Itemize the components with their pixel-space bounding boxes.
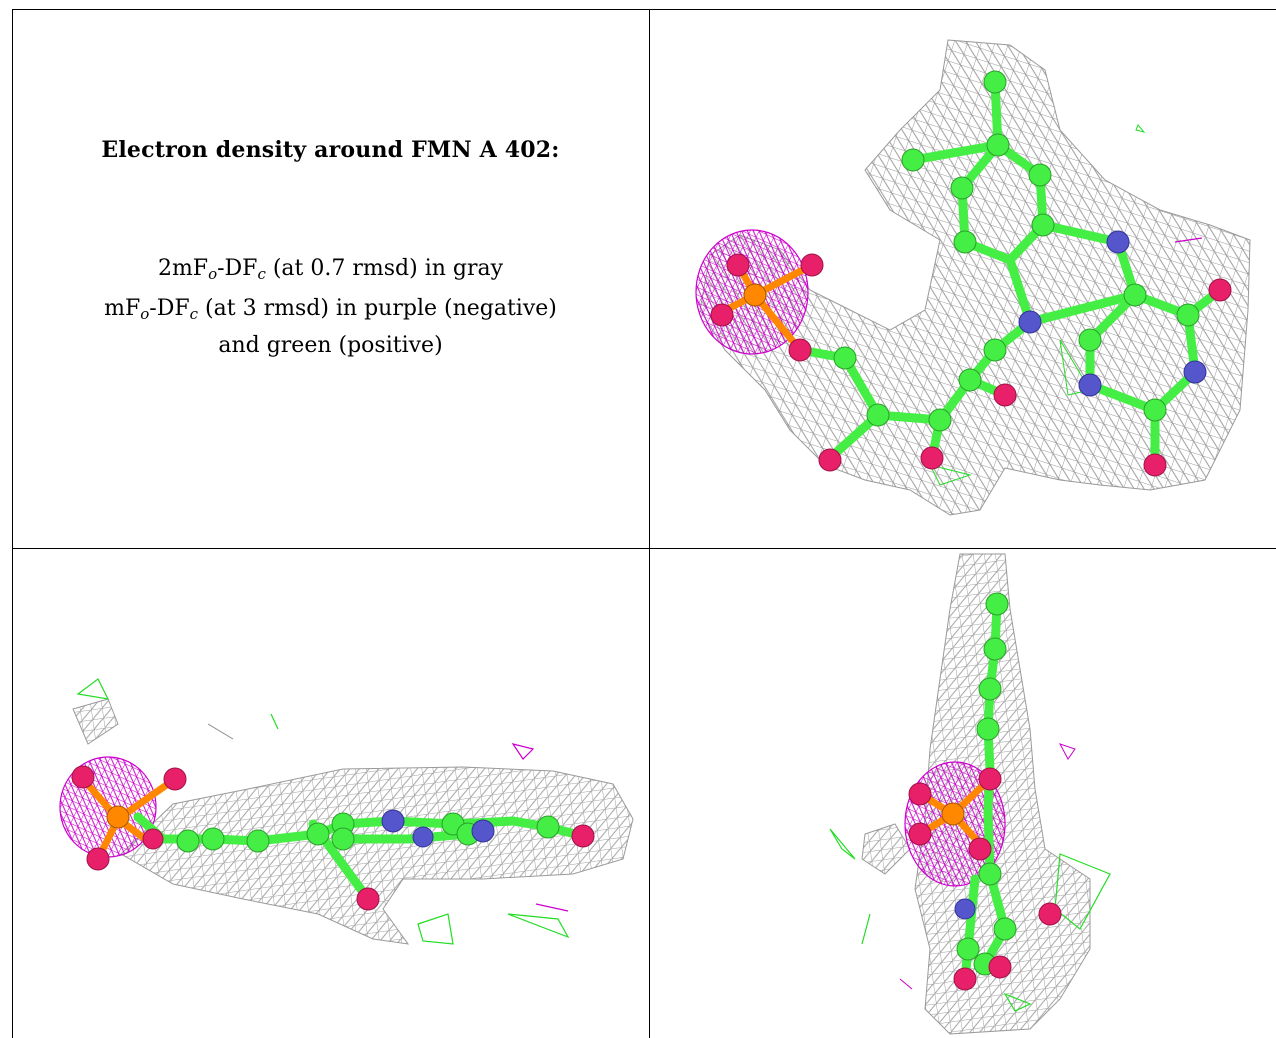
caption-title: Electron density around FMN A 402: [101,137,560,163]
phosphorus-atom [743,283,767,307]
carbon-atoms [833,70,1200,432]
legend-fofc: mFo-DFc (at 3 rmsd) in purple (negative) [104,296,557,323]
density-mesh-positive [829,828,1111,1012]
nitrogen-atoms [1018,230,1207,397]
density-mesh-positive [1135,124,1146,133]
table-border-left [12,9,13,1038]
density-mesh-gray [120,766,634,945]
table-divider-vertical [649,9,650,1038]
table-divider-horizontal [12,548,1276,549]
density-view-top-right [695,39,1251,516]
caption-cell: Electron density around FMN A 402: 2mFo-… [12,10,649,548]
density-view-bottom-right [829,553,1111,1035]
legend-2fofc: 2mFo-DFc (at 0.7 rmsd) in gray [157,256,504,283]
density-view-bottom-left [59,678,634,945]
legend-positive: and green (positive) [218,333,443,358]
density-mesh-positive [76,678,570,945]
table-border-top [12,9,1276,10]
oxygen-atoms [710,253,1232,477]
